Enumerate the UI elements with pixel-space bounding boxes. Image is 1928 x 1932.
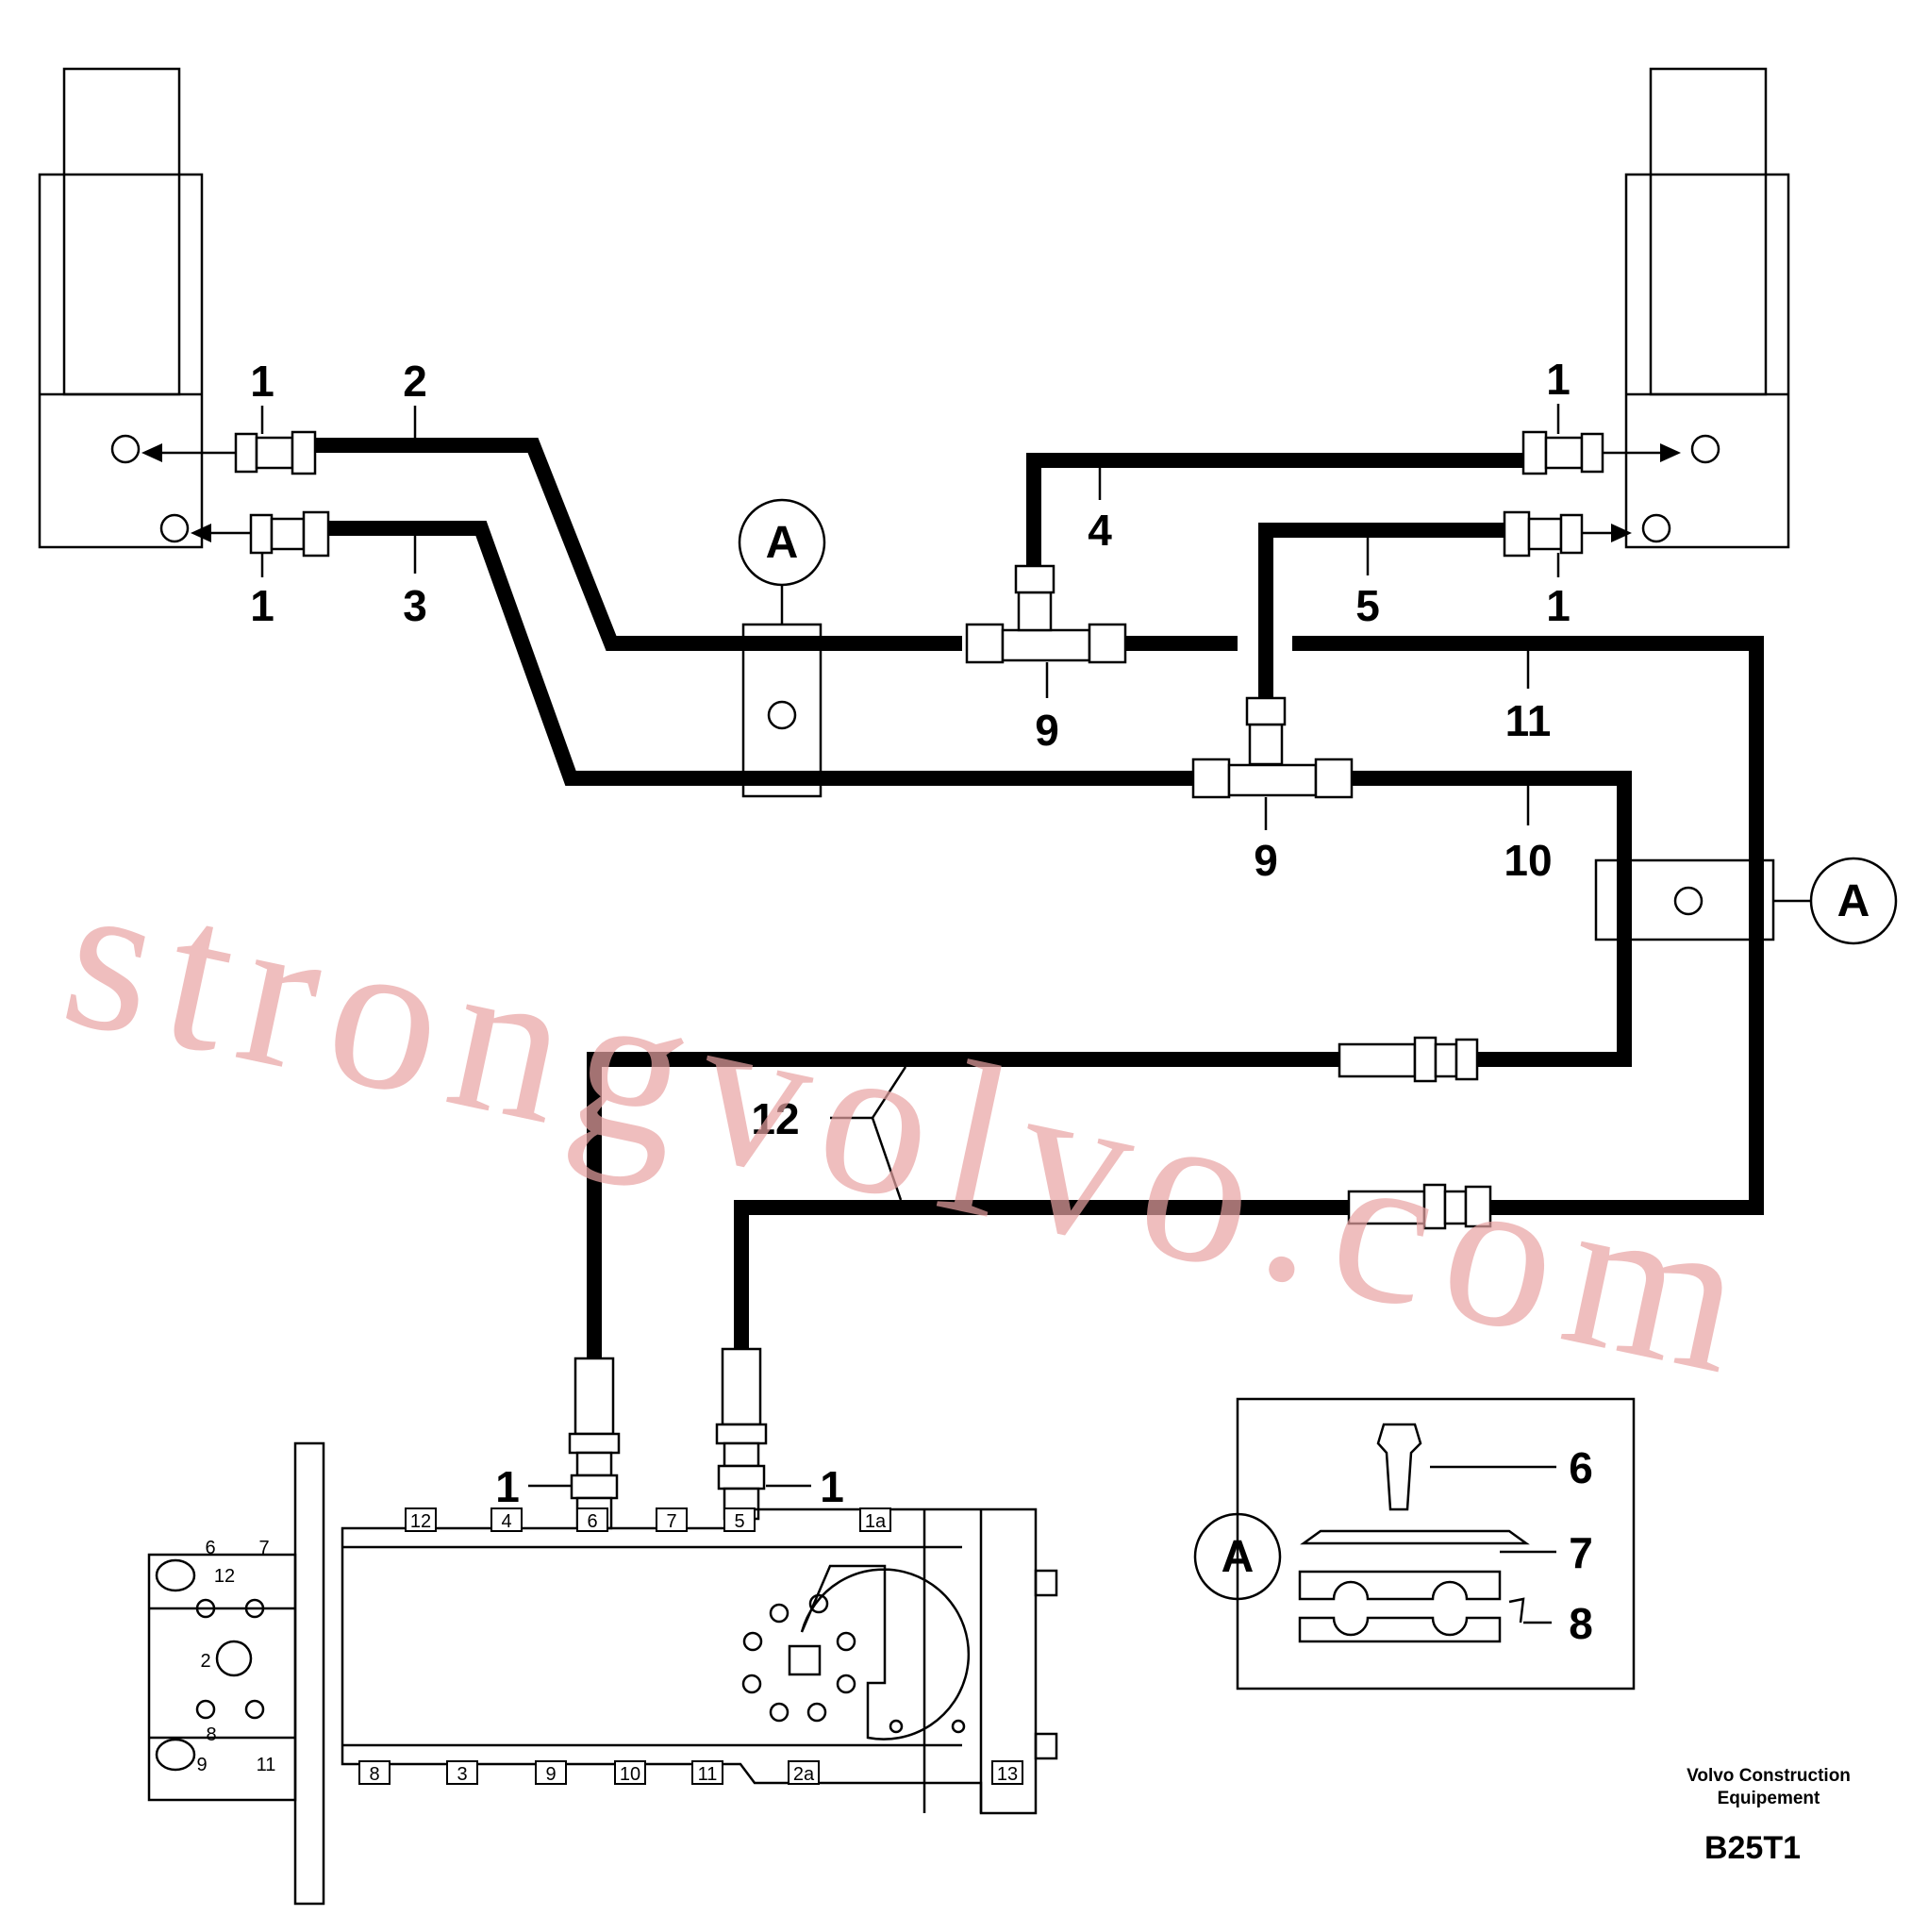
position-label: 1 bbox=[495, 1462, 520, 1511]
position-label: 3 bbox=[403, 581, 427, 630]
port-tag-box bbox=[358, 1760, 391, 1785]
position-label: 8 bbox=[1569, 1599, 1593, 1648]
port-tag-label: 8 bbox=[206, 1724, 216, 1745]
valve-port-tags: 12 4 6 7 5 1a 8 3 9 10 11 2a 13 6 7 12 2 8 9 11 bbox=[196, 1507, 1023, 1785]
port-tag-label: 8 bbox=[369, 1764, 379, 1785]
port-tag-label: 6 bbox=[587, 1511, 597, 1532]
port-tag-label: 9 bbox=[545, 1764, 556, 1785]
port-tag-label: 4 bbox=[501, 1511, 511, 1532]
port-tag-box bbox=[691, 1760, 723, 1785]
port-tag-box bbox=[614, 1760, 646, 1785]
position-label: 4 bbox=[1088, 506, 1112, 555]
position-label: 6 bbox=[1569, 1443, 1593, 1492]
position-label: 11 bbox=[1505, 696, 1552, 745]
detail-marker-label: A bbox=[766, 518, 799, 568]
port-arrows bbox=[141, 443, 1681, 542]
position-label: 1 bbox=[1546, 355, 1571, 404]
position-label: 1 bbox=[1546, 581, 1571, 630]
port-tag-label: 6 bbox=[205, 1538, 215, 1558]
port-tag-label: 10 bbox=[620, 1764, 640, 1785]
port-tag-box bbox=[723, 1507, 756, 1532]
port-tag-label: 7 bbox=[666, 1511, 676, 1532]
port-tag-box bbox=[576, 1507, 608, 1532]
port-tag-label: 9 bbox=[196, 1755, 207, 1775]
detail-markers bbox=[738, 498, 1898, 1601]
port-tag-box bbox=[788, 1760, 820, 1785]
right-cylinder bbox=[1624, 67, 1790, 549]
position-label: 1 bbox=[250, 357, 274, 406]
position-label: 9 bbox=[1254, 836, 1278, 885]
fittings bbox=[234, 430, 1604, 1530]
position-label: 1 bbox=[820, 1462, 844, 1511]
company-name: Volvo Construction bbox=[1687, 1766, 1851, 1786]
left-cylinder bbox=[38, 67, 204, 549]
detail-marker-label: A bbox=[1837, 876, 1870, 926]
port-tag-label: 12 bbox=[410, 1511, 431, 1532]
port-tag-box bbox=[446, 1760, 478, 1785]
position-label: 12 bbox=[751, 1094, 799, 1143]
port-tag-label: 7 bbox=[258, 1538, 269, 1558]
port-tag-label: 2 bbox=[200, 1651, 210, 1672]
port-tag-label: 2a bbox=[793, 1764, 815, 1785]
drawing-code: B25T1 bbox=[1704, 1830, 1801, 1866]
position-label: 10 bbox=[1504, 836, 1552, 885]
company-name-line2: Equipement bbox=[1718, 1789, 1820, 1808]
hoses bbox=[311, 438, 1764, 1358]
position-label: 1 bbox=[250, 581, 274, 630]
port-tag-box bbox=[490, 1507, 523, 1532]
port-tag-label: 11 bbox=[257, 1755, 276, 1775]
control-valve bbox=[147, 1441, 1058, 1906]
port-tag-label: 5 bbox=[734, 1511, 744, 1532]
detail-marker-label: A bbox=[1222, 1532, 1255, 1582]
port-tag-box bbox=[859, 1507, 891, 1532]
port-tag-box bbox=[535, 1760, 567, 1785]
position-label: 5 bbox=[1355, 581, 1380, 630]
position-label: 2 bbox=[403, 357, 427, 406]
port-tag-label: 13 bbox=[997, 1764, 1018, 1785]
position-label: 9 bbox=[1035, 706, 1059, 755]
detail-box-a bbox=[1236, 1397, 1636, 1690]
port-tag-label: 1a bbox=[865, 1511, 887, 1532]
port-tag-label: 12 bbox=[214, 1566, 235, 1587]
port-tag-box bbox=[656, 1507, 688, 1532]
position-label: 7 bbox=[1569, 1528, 1593, 1577]
leader-lines bbox=[260, 404, 1811, 1624]
watermark: strongvolvo.com bbox=[47, 829, 1779, 1422]
port-tag-label: 11 bbox=[698, 1764, 718, 1785]
port-tag-box bbox=[991, 1760, 1023, 1785]
port-tag-box bbox=[405, 1507, 437, 1532]
port-tag-label: 3 bbox=[457, 1764, 467, 1785]
